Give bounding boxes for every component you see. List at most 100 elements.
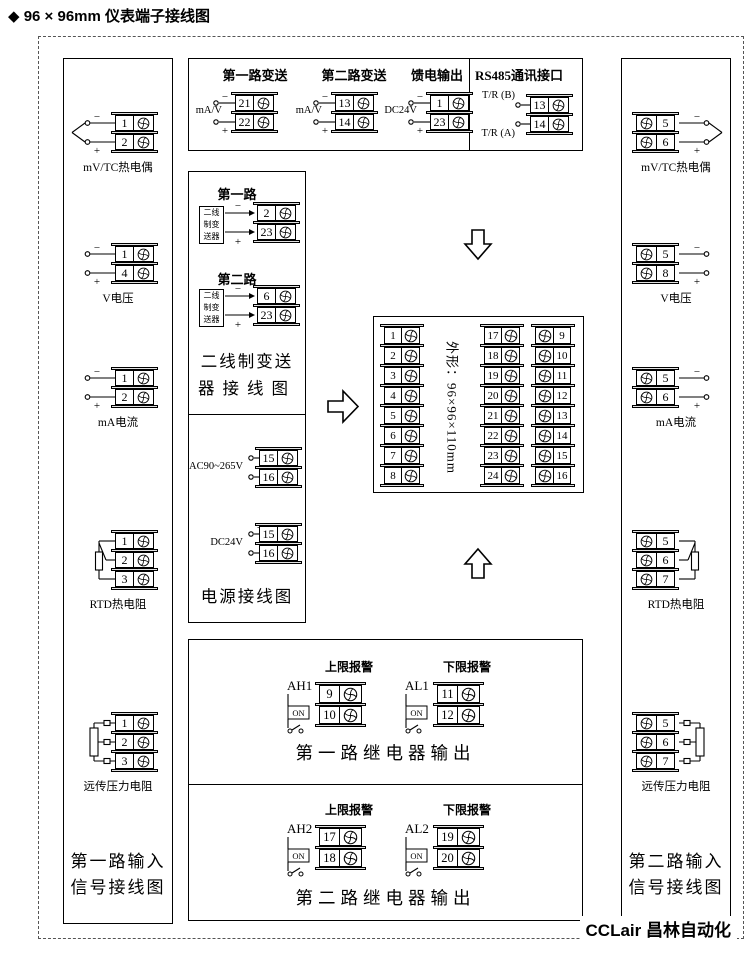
terminal-row: 13 [530,97,569,113]
terminal-cap [315,682,366,685]
screw-terminal-icon [137,573,150,585]
terminal-number: 3 [116,572,134,586]
terminal-row: 1 [430,95,469,111]
terminal-row: 13 [335,95,374,111]
section-label: mV/TC热电偶 [83,162,153,174]
screw-terminal-icon [640,535,653,547]
terminal-row: 1 [384,327,420,344]
terminal-cap [380,344,424,347]
screw-cell [340,707,361,723]
terminal-cap [632,712,679,715]
terminal-cap [231,111,278,114]
screw-cell [134,553,153,567]
terminal-cap [433,703,484,706]
terminal-number: 1 [431,96,449,110]
switch-contact-icon: ON [287,837,310,877]
screw-terminal-icon [357,97,370,109]
terminal-cap [480,384,524,387]
terminal-number: 1 [116,371,134,385]
transmitter-box-label: 二线制变送器 [203,291,220,324]
arrow-leads: −+ [225,283,256,340]
terminal-number: 6 [656,735,674,749]
terminal-cap [531,444,575,447]
screw-terminal-icon [461,687,476,701]
terminal-number: 19 [485,368,502,383]
switch-contact-icon: ON [287,694,310,734]
screw-cell [502,468,519,483]
left-panel-title-line2: 信号接线图 [70,878,166,897]
screw-cell [402,428,419,443]
terminal-number: 22 [236,115,254,129]
section-label: RTD热电阻 [647,599,705,611]
terminal-number: 17 [320,829,340,845]
alarm-header: 上限报警 [324,660,374,674]
screw-terminal-icon [279,226,292,238]
relay-section-divider [189,784,582,785]
screw-cell [502,408,519,423]
terminal-row: 22 [484,427,520,444]
terminal-number: 20 [438,850,458,866]
screw-terminal-icon [552,99,565,111]
screw-cell [340,829,361,845]
terminal-row: 16 [259,469,298,485]
terminal-cap [480,344,524,347]
terminal-cap [531,464,575,467]
screw-terminal-icon [538,369,551,382]
terminal-cap [111,131,158,134]
switch-contact-icon: ON [405,837,428,877]
terminal-cap [111,367,158,370]
terminal-row: 1 [115,715,154,731]
terminal-cap [531,364,575,367]
rtd-symbol [64,530,115,604]
terminal-number: 22 [485,428,502,443]
svg-text:−: − [222,91,228,103]
svg-text:+: + [235,319,241,331]
terminal-number: 10 [320,707,340,723]
terminal-row: 3 [115,753,154,769]
terminal-number: 15 [260,527,278,541]
screw-terminal-icon [137,267,150,279]
transmitter-box: 二线制变送器 [199,206,224,244]
section-label: 远传压力电阻 [83,781,153,793]
screw-terminal-icon [461,830,476,844]
terminal-row: 7 [384,447,420,464]
wire-leads-icon: −+ [408,91,430,137]
screw-terminal-icon [281,528,294,540]
screw-terminal-icon [137,117,150,129]
terminal-row: 17 [484,327,520,344]
screw-terminal-icon [640,372,653,384]
terminal-row: 23 [257,307,296,323]
wires-symbol: −+ [64,366,115,422]
group-title: 第一路 [217,187,257,202]
screw-terminal-icon [404,469,417,482]
wire-leads-icon: −+ [313,91,335,137]
screw-terminal-icon [137,136,150,148]
terminal-row: 4 [384,387,420,404]
screw-cell [134,390,153,404]
terminal-number: 6 [656,553,674,567]
terminal-cap [480,364,524,367]
screw-terminal-icon [137,736,150,748]
terminal-cap [426,130,473,133]
up-arrow-icon [463,547,493,579]
screw-terminal-icon [538,469,551,482]
screw-cell [536,448,553,463]
wires-icon: −+ [679,242,710,288]
screw-cell [276,308,295,322]
screw-terminal-icon [279,309,292,321]
screw-cell [402,468,419,483]
screw-terminal-icon [640,117,653,129]
svg-text:+: + [222,125,228,137]
screw-terminal-icon [640,755,653,767]
terminal-cap [253,221,300,224]
terminal-row: 13 [535,407,571,424]
transmitter-box-label: 二线制变送器 [203,208,220,241]
terminal-cap [315,846,366,849]
terminal-number: 5 [656,716,674,730]
terminal-number: 1 [116,716,134,730]
